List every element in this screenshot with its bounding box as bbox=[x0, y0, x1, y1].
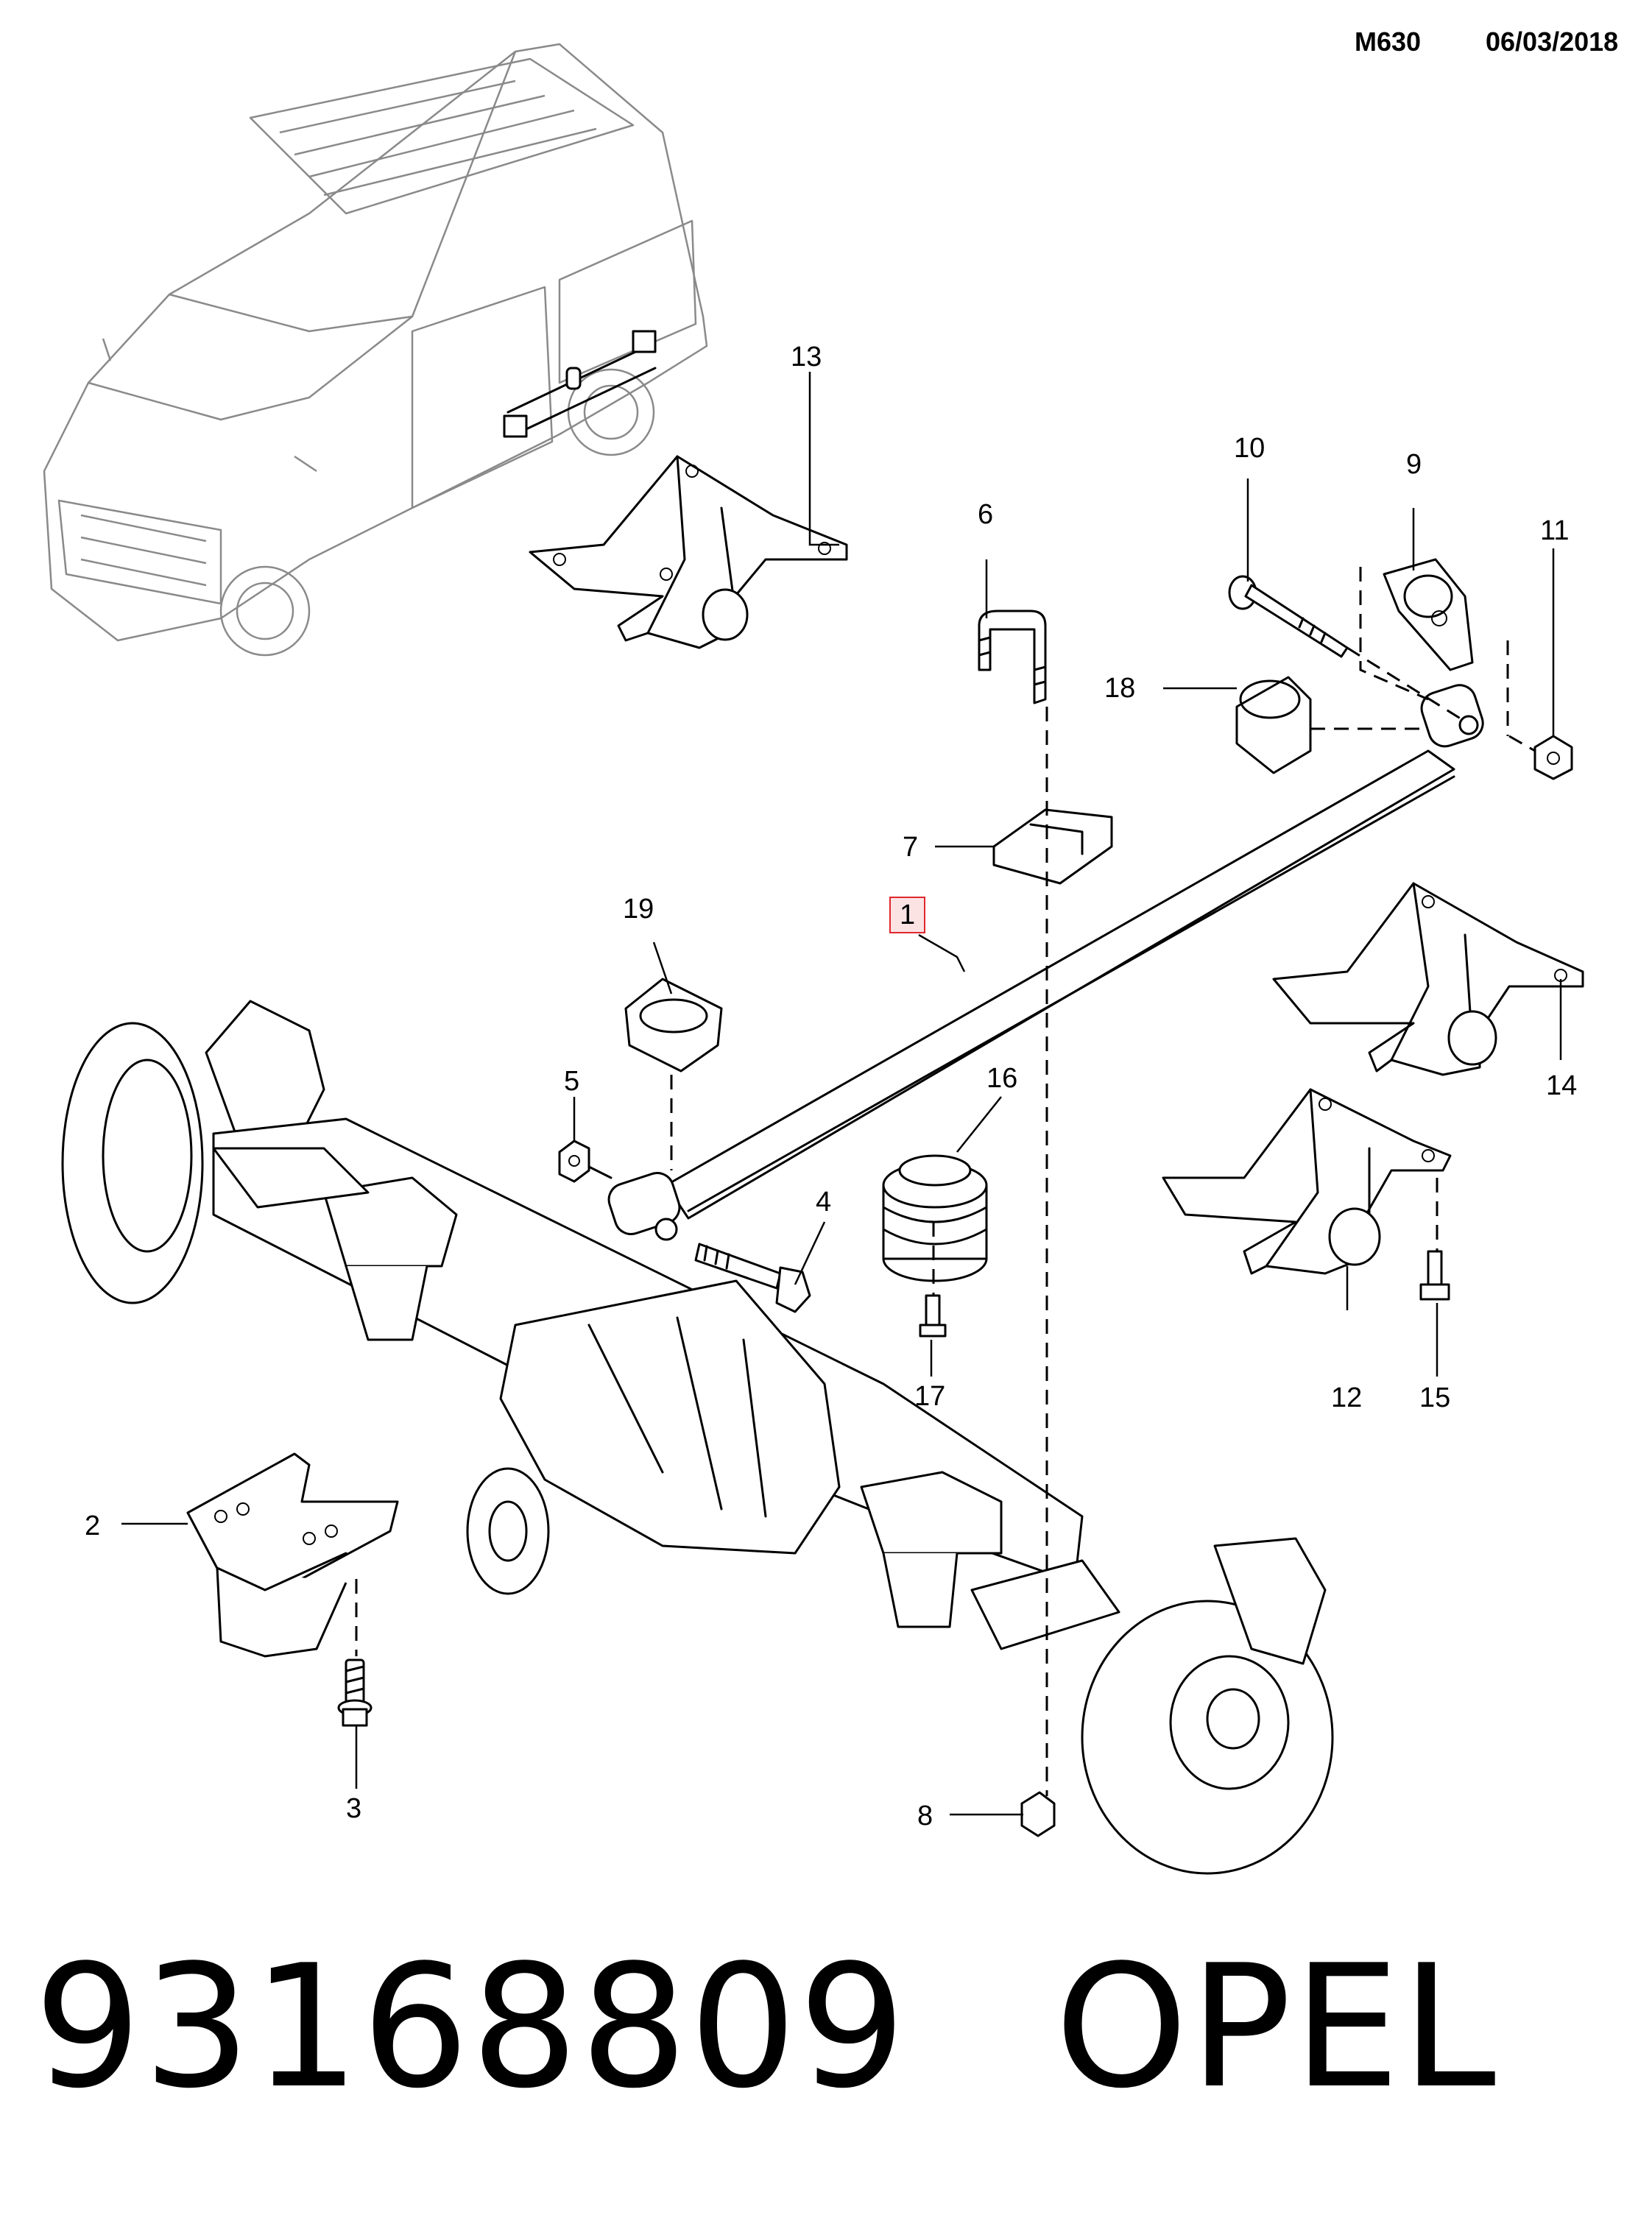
callout-14[interactable]: 14 bbox=[1546, 1070, 1578, 1101]
assembly-lines bbox=[355, 567, 1536, 1796]
rear-axle-assembly bbox=[61, 1000, 1334, 1875]
callout-10[interactable]: 10 bbox=[1234, 433, 1266, 464]
bolt-4 bbox=[694, 1243, 811, 1313]
spring-hanger-rear bbox=[1272, 882, 1584, 1076]
bolt-10 bbox=[1228, 575, 1349, 658]
callout-16[interactable]: 16 bbox=[986, 1063, 1018, 1094]
spring-hanger-front bbox=[529, 455, 848, 649]
nut-11 bbox=[1533, 735, 1573, 780]
clamp-plate-7 bbox=[992, 808, 1113, 885]
bushing-18 bbox=[1235, 676, 1312, 774]
callout-11[interactable]: 11 bbox=[1540, 515, 1570, 546]
callout-17[interactable]: 17 bbox=[914, 1381, 946, 1412]
part-number: 93168809 bbox=[34, 1929, 908, 2126]
callout-1[interactable]: 1 bbox=[889, 897, 926, 933]
callout-19[interactable]: 19 bbox=[623, 894, 654, 925]
van-overview-illustration bbox=[43, 43, 708, 657]
diagram-date: 06/03/2018 bbox=[1486, 27, 1619, 57]
spring-pad-19 bbox=[624, 978, 723, 1073]
leaf-spring-1 bbox=[607, 684, 1484, 1241]
u-bolt-6 bbox=[978, 610, 1047, 704]
bolt-3 bbox=[337, 1658, 373, 1727]
callout-3[interactable]: 3 bbox=[346, 1793, 362, 1824]
screw-17 bbox=[919, 1294, 947, 1338]
callout-8[interactable]: 8 bbox=[917, 1801, 933, 1831]
screw-15 bbox=[1419, 1250, 1450, 1301]
callout-12[interactable]: 12 bbox=[1331, 1382, 1363, 1413]
brand-name: OPEL bbox=[1054, 1929, 1497, 2126]
callout-5[interactable]: 5 bbox=[564, 1066, 580, 1097]
callout-6[interactable]: 6 bbox=[978, 499, 994, 530]
shackle-9 bbox=[1383, 558, 1474, 671]
callout-7[interactable]: 7 bbox=[903, 832, 919, 863]
callout-4[interactable]: 4 bbox=[816, 1187, 832, 1218]
nut-5 bbox=[558, 1140, 613, 1183]
spring-hanger-middle bbox=[1162, 1088, 1452, 1275]
callout-15[interactable]: 15 bbox=[1419, 1382, 1451, 1413]
axle-bracket bbox=[186, 1452, 399, 1658]
callout-13[interactable]: 13 bbox=[791, 342, 822, 372]
callout-9[interactable]: 9 bbox=[1406, 449, 1422, 480]
leader-lines bbox=[121, 372, 1562, 1816]
nut-8 bbox=[1020, 1791, 1056, 1837]
diagram-code: M630 bbox=[1355, 27, 1422, 57]
bump-stop-16 bbox=[882, 1154, 988, 1282]
callout-18[interactable]: 18 bbox=[1104, 673, 1136, 704]
callout-2[interactable]: 2 bbox=[85, 1511, 101, 1541]
